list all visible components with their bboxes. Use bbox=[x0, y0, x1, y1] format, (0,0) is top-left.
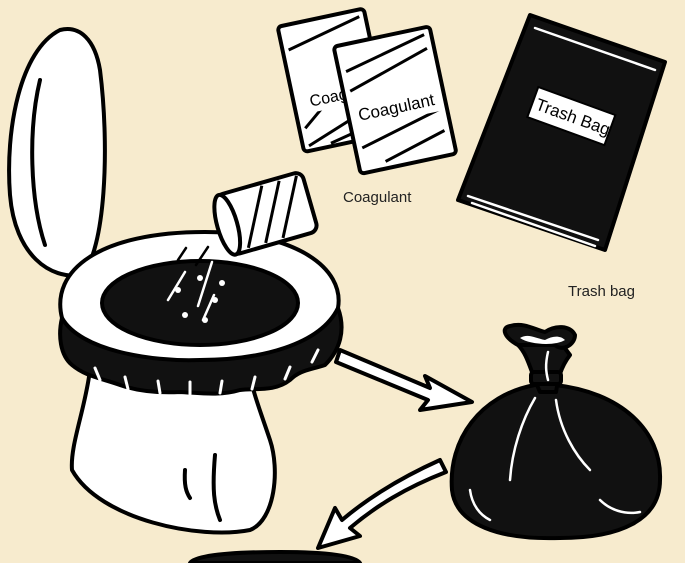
pouring-packet bbox=[209, 171, 318, 257]
trash-bag-package: Trash Bag bbox=[458, 15, 665, 250]
tied-full-bag bbox=[452, 325, 660, 538]
arrow-to-disposal bbox=[318, 460, 446, 548]
arrow-to-bag bbox=[336, 350, 472, 410]
coagulant-packet-front: Coagulant bbox=[334, 26, 457, 174]
toilet-body bbox=[72, 370, 275, 533]
disposal-bin-rim bbox=[190, 552, 360, 563]
coagulant-caption: Coagulant bbox=[343, 189, 411, 206]
trash-bag-caption: Trash bag bbox=[568, 283, 635, 300]
toilet-lid bbox=[9, 29, 105, 276]
